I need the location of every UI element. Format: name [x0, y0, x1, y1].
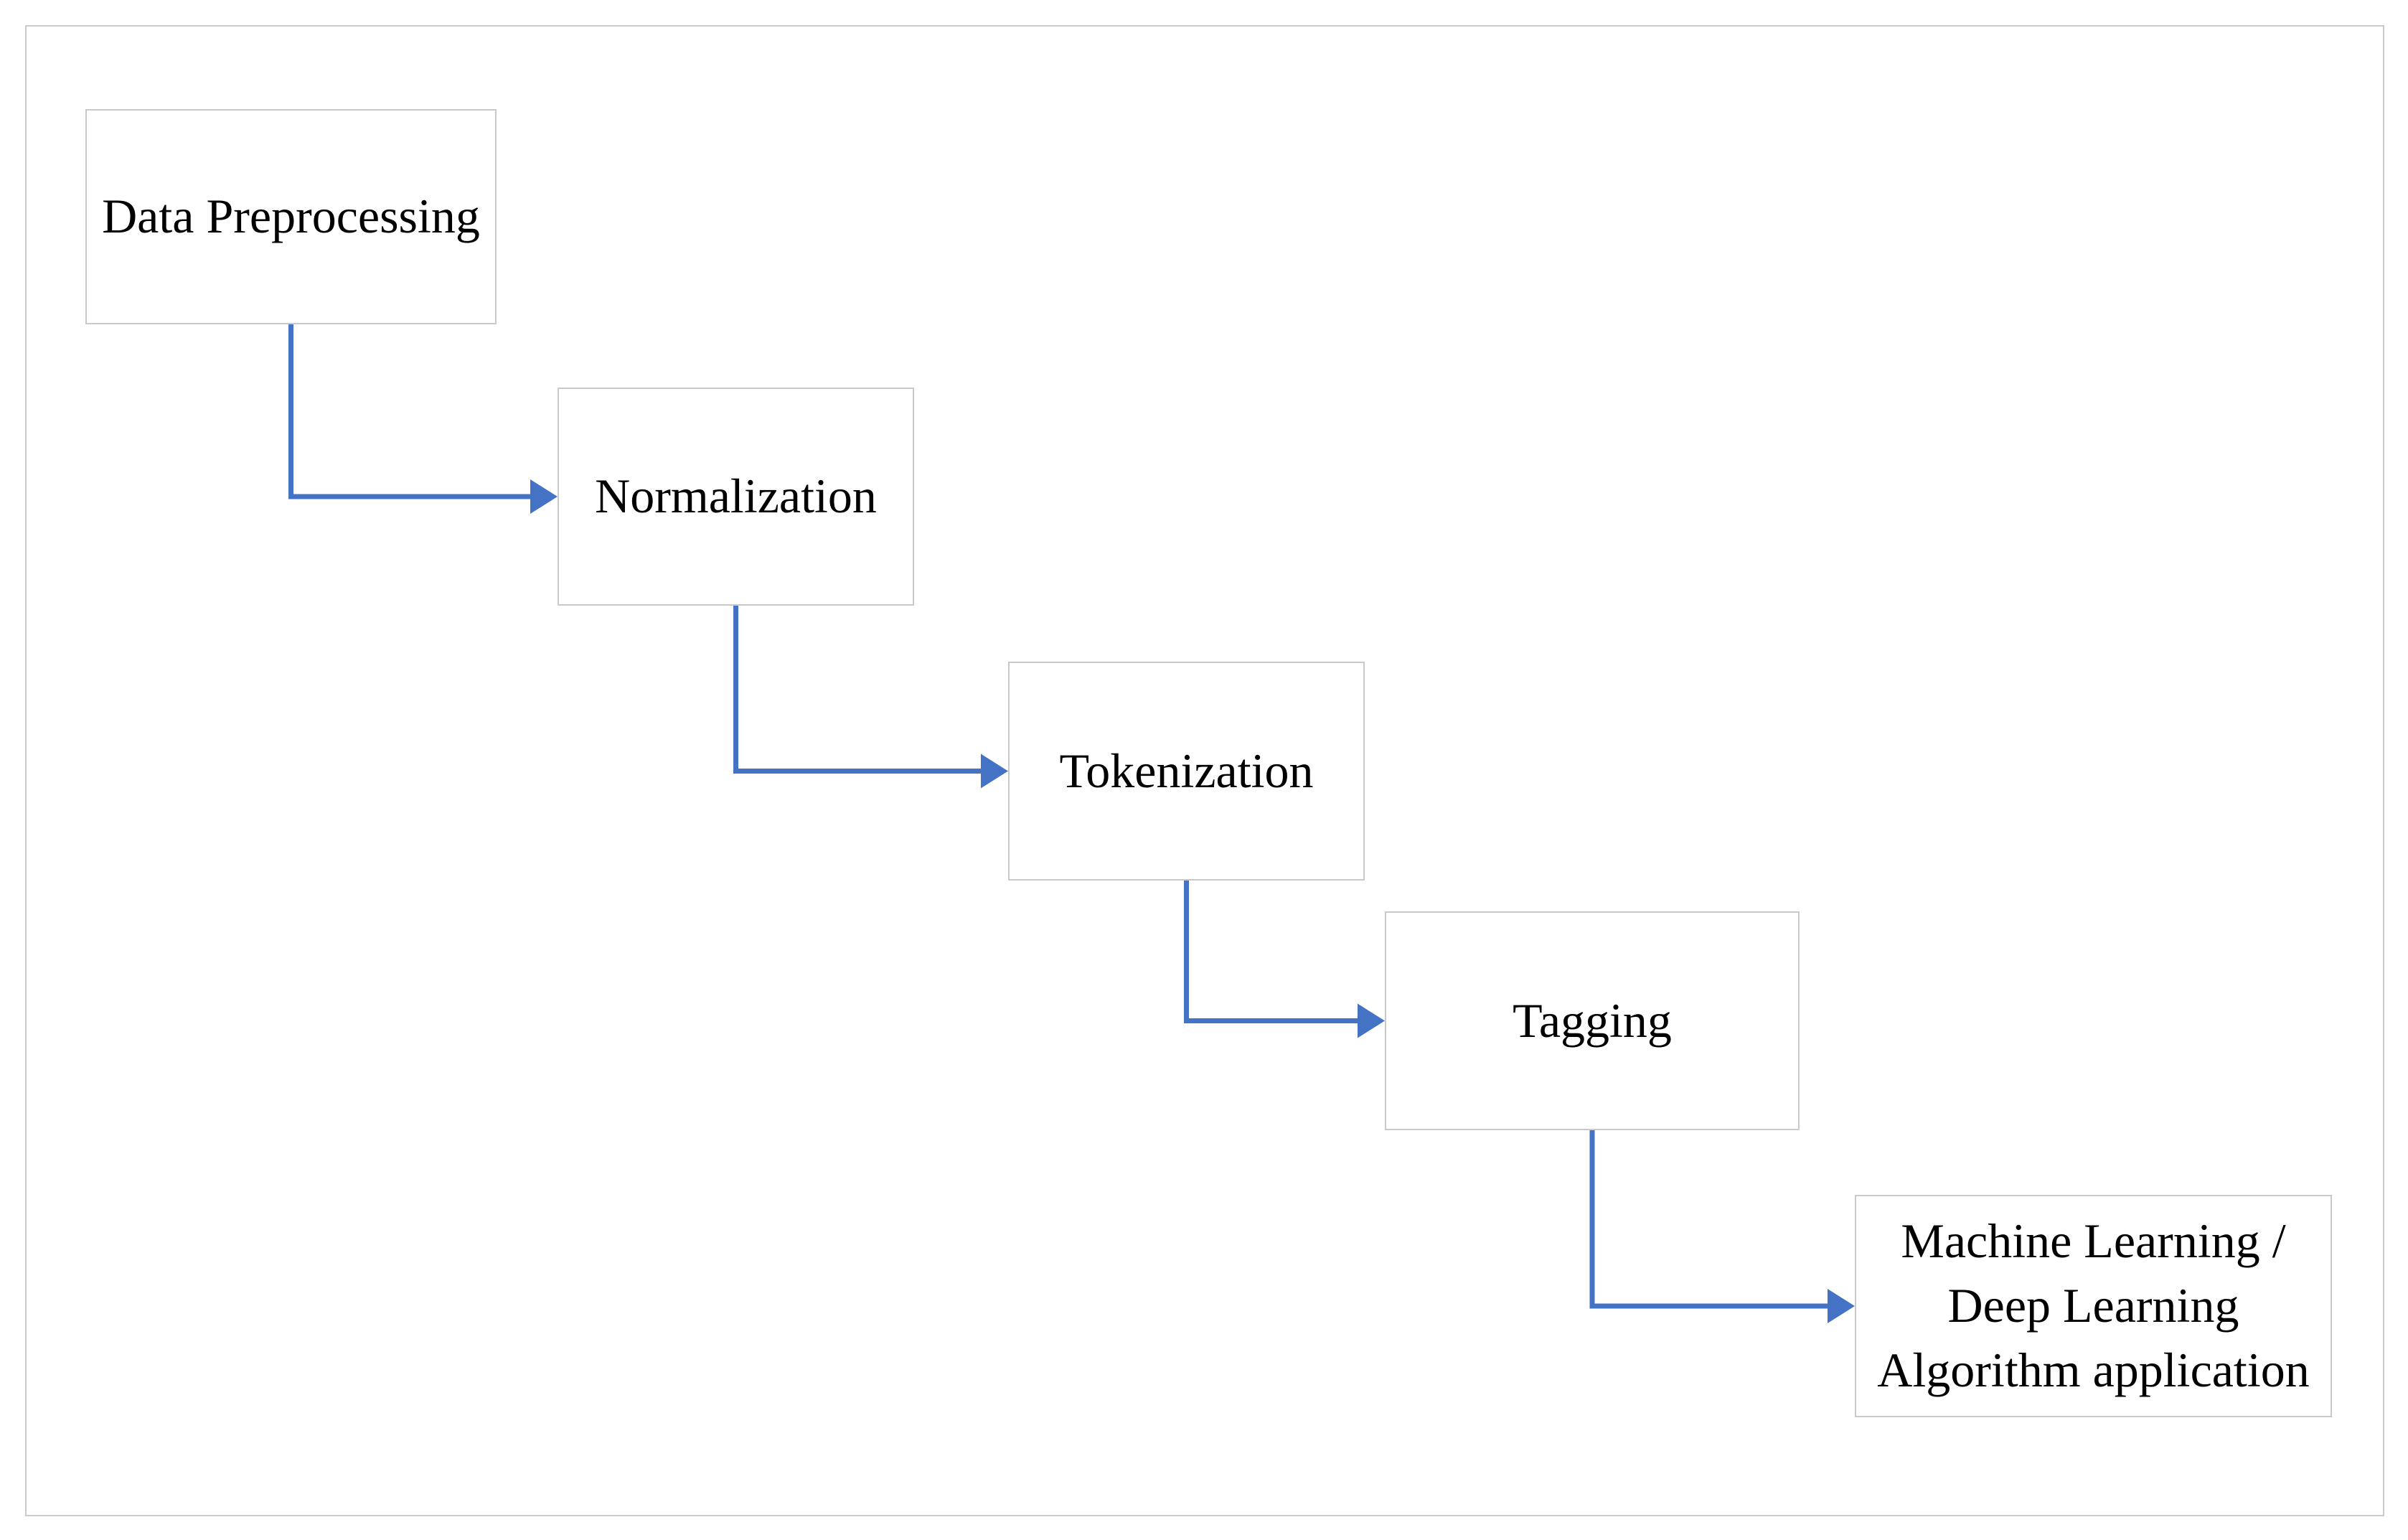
- arrow-elbow-line: [733, 603, 984, 774]
- figure-frame: [25, 25, 2384, 1516]
- flowchart-node-normalization: Normalization: [558, 388, 914, 606]
- arrow-elbow-line: [288, 321, 533, 499]
- flowchart-node-tagging: Tagging: [1385, 911, 1800, 1130]
- node-label-normalization: Normalization: [595, 469, 877, 524]
- arrowhead-icon: [1358, 1003, 1385, 1038]
- arrow-elbow-line: [1184, 878, 1360, 1023]
- flowchart-node-tokenization: Tokenization: [1008, 662, 1365, 881]
- arrow-tagging-to-ml-dl-application: [1589, 1127, 1855, 1323]
- node-label-ml-dl-application: Machine Learning / Deep Learning Algorit…: [1877, 1213, 2310, 1397]
- arrowhead-icon: [1828, 1289, 1855, 1323]
- arrowhead-icon: [981, 753, 1008, 789]
- arrow-elbow-line: [1589, 1127, 1830, 1309]
- arrowhead-icon: [530, 479, 558, 514]
- flowchart-node-ml-dl-application: Machine Learning / Deep Learning Algorit…: [1855, 1195, 2332, 1417]
- node-label-tagging: Tagging: [1513, 992, 1672, 1048]
- arrow-normalization-to-tokenization: [733, 603, 1008, 789]
- arrow-data-preprocessing-to-normalization: [288, 321, 558, 514]
- flowchart-node-data-preprocessing: Data Preprocessing: [85, 109, 497, 324]
- node-label-data-preprocessing: Data Preprocessing: [102, 189, 480, 244]
- arrow-tokenization-to-tagging: [1184, 878, 1385, 1038]
- node-label-tokenization: Tokenization: [1059, 743, 1314, 798]
